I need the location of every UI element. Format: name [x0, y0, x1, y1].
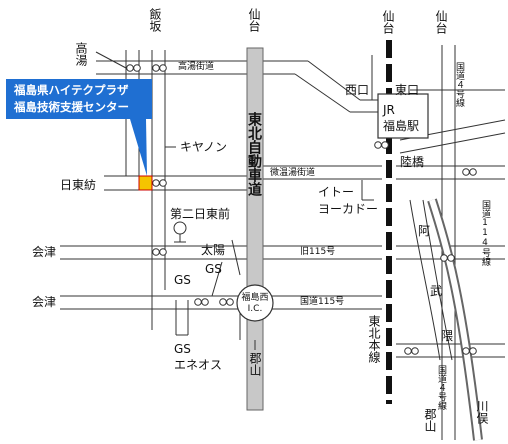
station-east-exit: 東口: [395, 83, 420, 97]
landmark-gs-2: GS: [174, 273, 191, 287]
landmark-canon: キヤノン: [180, 140, 228, 154]
street-kokudo114: 国道114号線: [480, 200, 490, 266]
label-sendai-1: 仙台: [247, 8, 261, 32]
street-kokudo4-lower: 国道４号線: [436, 365, 446, 410]
station-name: 福島駅: [383, 119, 420, 133]
callout-line-1: 福島県ハイテクプラザ: [14, 83, 129, 97]
target-callout: 福島県ハイテクプラザ 福島技術支援センター: [6, 79, 152, 119]
river-char-1: 阿: [418, 224, 431, 238]
railway-label: 東北本線: [367, 315, 381, 363]
label-nittobo: 日東紡: [60, 178, 97, 192]
label-aizu-1: 会津: [32, 245, 57, 259]
river-char-3: 隈: [441, 329, 454, 343]
street-kokudo4: 国道４号線: [454, 62, 464, 107]
station-rikkyo: 陸橋: [400, 155, 425, 169]
label-koriyama-1: 郡山: [248, 352, 262, 376]
landmark-gs-1: GS: [205, 262, 222, 276]
label-sendai-2: 仙台: [381, 10, 395, 34]
river-char-2: 武: [430, 284, 443, 298]
label-kawamata: 川俣: [475, 400, 489, 424]
ic-label-2: I.C.: [247, 304, 263, 314]
station-jr: JR: [383, 103, 395, 117]
landmark-taiyo: 太陽: [201, 243, 226, 257]
landmark-gs-3: GS: [174, 342, 191, 356]
landmark-daini-nittou: 第二日東前: [170, 207, 231, 221]
street-kyu115: 旧115号: [300, 247, 336, 257]
callout-line-2: 福島技術支援センター: [14, 100, 129, 114]
street-takayu-kaido: 高湯街道: [178, 62, 215, 72]
label-aizu-2: 会津: [32, 295, 57, 309]
label-takayu: 高湯: [74, 42, 88, 66]
ic-label-1: 福島西: [241, 293, 269, 303]
landmark-ito-1: イトー: [318, 185, 355, 199]
label-iizaka: 飯坂: [148, 8, 162, 32]
landmark-eneos: エネオス: [174, 358, 223, 372]
landmark-ito-2: ヨーカドー: [318, 202, 379, 216]
label-koriyama-2: 郡山: [423, 408, 437, 432]
expressway-label: 東北自動車道: [246, 112, 262, 196]
street-kokudo115: 国道115号: [300, 297, 345, 307]
label-sendai-3: 仙台: [434, 10, 448, 34]
street-biontou-kaido: 微温湯街道: [270, 168, 316, 178]
station-west-exit: 西口: [345, 83, 370, 97]
